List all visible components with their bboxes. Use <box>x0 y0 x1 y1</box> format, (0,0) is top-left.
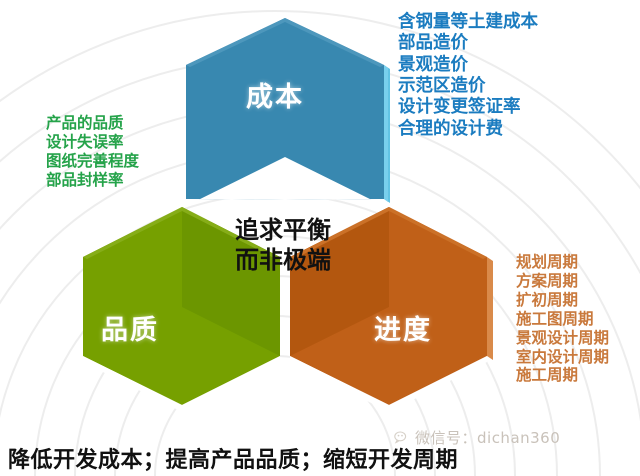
center-message-line1: 追求平衡 <box>235 216 331 244</box>
watermark: 微信号：dichan360 <box>394 427 560 448</box>
list-item: 部品造价 <box>398 33 468 54</box>
list-item: 部品封样率 <box>46 170 124 189</box>
list-item: 扩初周期 <box>516 290 579 309</box>
watermark-text: 微信号：dichan360 <box>415 429 561 447</box>
center-message: 追求平衡 而非极端 <box>218 215 348 275</box>
cost-item-list: 含钢量等土建成本 部品造价 景观造价 示范区造价 设计变更签证率 合理的设计费 <box>398 12 538 140</box>
list-item: 设计失误率 <box>46 132 124 151</box>
list-item: 示范区造价 <box>398 76 486 97</box>
list-item: 施工图周期 <box>516 309 594 328</box>
cost-side-face-inner <box>384 65 388 202</box>
quality-right-facet <box>182 207 280 356</box>
schedule-item-list: 规划周期 方案周期 扩初周期 施工图周期 景观设计周期 室内设计周期 施工周期 <box>516 253 609 385</box>
schedule-left-facet <box>290 207 389 356</box>
list-item: 室内设计周期 <box>516 347 610 366</box>
list-item: 景观造价 <box>398 54 468 75</box>
segment-label-quality: 品质 <box>101 315 159 346</box>
center-message-line2: 而非极端 <box>235 246 331 275</box>
segment-label-cost: 成本 <box>246 82 304 113</box>
list-item: 设计变更签证率 <box>398 97 521 118</box>
bottom-caption: 降低开发成本；提高产品品质；缩短开发周期 <box>8 448 459 473</box>
quality-item-list: 产品的品质 设计失误率 图纸完善程度 部品封样率 <box>46 114 139 190</box>
list-item: 施工周期 <box>516 366 579 385</box>
cost-notch <box>186 157 384 206</box>
segment-label-schedule: 进度 <box>374 315 432 346</box>
list-item: 合理的设计费 <box>398 118 503 139</box>
list-item: 含钢量等土建成本 <box>398 12 538 32</box>
segment-cost[interactable] <box>186 18 390 206</box>
segment-schedule[interactable] <box>290 207 493 412</box>
list-item: 景观设计周期 <box>516 328 610 347</box>
list-item: 方案周期 <box>516 271 579 290</box>
segment-quality[interactable] <box>83 207 280 412</box>
list-item: 图纸完善程度 <box>46 151 140 170</box>
list-item: 规划周期 <box>516 253 579 271</box>
cost-face <box>186 18 384 200</box>
wechat-icon <box>394 430 410 446</box>
list-item: 产品的品质 <box>46 114 124 132</box>
schedule-side-face <box>487 257 493 360</box>
